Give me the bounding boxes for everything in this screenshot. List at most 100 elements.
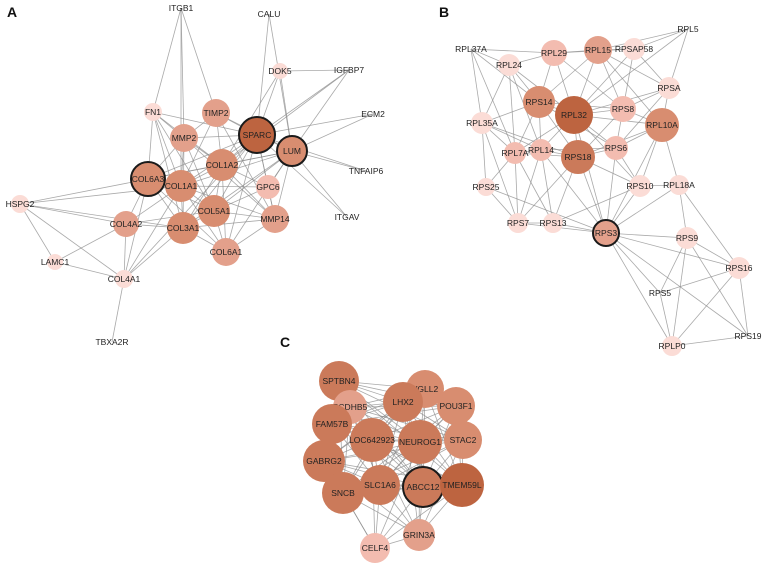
node-label-rpl5: RPL5	[677, 24, 699, 34]
edge-rpl37a-rpl35a	[470, 48, 483, 124]
node-rpl5[interactable]: RPL5	[677, 24, 699, 34]
node-gabrg2[interactable]: GABRG2	[303, 440, 345, 482]
node-rpl18a[interactable]: RPL18A	[663, 175, 695, 195]
node-rps7[interactable]: RPS7	[507, 213, 529, 233]
edge-rpl18a-rps3	[605, 184, 680, 234]
node-label-itgb1: ITGB1	[169, 3, 194, 13]
node-col1a1[interactable]: COL1A1	[165, 170, 198, 202]
node-rps16[interactable]: RPS16	[726, 257, 753, 279]
node-dok5[interactable]: DOK5	[268, 63, 292, 79]
node-col5a1[interactable]: COL5A1	[198, 195, 231, 227]
node-rps14[interactable]: RPS14	[523, 86, 555, 118]
node-circle-rpsap58	[623, 38, 645, 60]
node-rpl15[interactable]: RPL15	[584, 36, 612, 64]
node-label-lum: LUM	[283, 146, 301, 156]
node-rps6[interactable]: RPS6	[604, 136, 628, 160]
node-igfbp7[interactable]: IGFBP7	[334, 65, 365, 75]
node-rpl14[interactable]: RPL14	[528, 139, 554, 161]
node-tnfaip6[interactable]: TNFAIP6	[349, 166, 384, 176]
node-rps10[interactable]: RPS10	[627, 175, 654, 197]
node-label-rps16: RPS16	[726, 263, 753, 273]
node-slc1a6[interactable]: SLC1A6	[360, 465, 400, 505]
node-sncb[interactable]: SNCB	[322, 472, 364, 514]
node-itgav[interactable]: ITGAV	[335, 212, 360, 222]
node-calu[interactable]: CALU	[258, 9, 281, 19]
node-rps3[interactable]: RPS3	[592, 219, 620, 247]
node-fam57b[interactable]: FAM57B	[312, 404, 352, 444]
edge-calu-sparc	[256, 13, 270, 136]
node-gpc6[interactable]: GPC6	[256, 175, 280, 199]
node-circle-col6a3	[130, 161, 166, 197]
node-rpl29[interactable]: RPL29	[541, 40, 567, 66]
node-circle-rpl24	[498, 54, 520, 76]
node-label-fn1: FN1	[145, 107, 161, 117]
node-rpsa[interactable]: RPSA	[657, 77, 681, 99]
node-ecm2[interactable]: ECM2	[361, 109, 385, 119]
edge-lum-col6a1	[225, 150, 293, 253]
node-rps19[interactable]: RPS19	[735, 331, 762, 341]
node-circle-rps14	[523, 86, 555, 118]
node-col6a3[interactable]: COL6A3	[130, 161, 166, 197]
node-stac2[interactable]: STAC2	[444, 421, 482, 459]
node-grin3a[interactable]: GRIN3A	[403, 519, 435, 551]
node-rps13[interactable]: RPS13	[540, 213, 567, 233]
node-circle-sparc	[238, 116, 276, 154]
node-col3a1[interactable]: COL3A1	[167, 212, 200, 244]
node-circle-rps13	[543, 213, 563, 233]
node-label-col6a3: COL6A3	[132, 174, 165, 184]
node-lamc1[interactable]: LAMC1	[41, 254, 70, 270]
node-rps5[interactable]: RPS5	[649, 288, 671, 298]
node-hspg2[interactable]: HSPG2	[6, 195, 35, 213]
node-circle-rpl7a	[504, 142, 526, 164]
node-rps8[interactable]: RPS8	[610, 96, 636, 122]
node-rpl32[interactable]: RPL32	[555, 96, 593, 134]
node-col1a2[interactable]: COL1A2	[206, 149, 239, 181]
node-col6a1[interactable]: COL6A1	[210, 238, 243, 266]
node-label-col4a2: COL4A2	[110, 219, 143, 229]
edge-dok5-igfbp7	[279, 69, 350, 72]
node-label-tnfaip6: TNFAIP6	[349, 166, 384, 176]
edge-lum-col5a1	[213, 150, 293, 212]
node-lhx2[interactable]: LHX2	[383, 382, 423, 422]
edge-ecm2-sparc	[256, 113, 374, 136]
node-neurog1[interactable]: NEUROG1	[398, 420, 442, 464]
node-lum[interactable]: LUM	[276, 135, 308, 167]
node-pou3f1[interactable]: POU3F1	[437, 387, 475, 425]
node-col4a1[interactable]: COL4A1	[108, 270, 141, 288]
node-label-rpl32: RPL32	[561, 110, 587, 120]
node-itgb1[interactable]: ITGB1	[169, 3, 194, 13]
node-label-stac2: STAC2	[450, 435, 477, 445]
node-tmem59l[interactable]: TMEM59L	[440, 463, 484, 507]
node-rps25[interactable]: RPS25	[473, 178, 500, 196]
node-rps18[interactable]: RPS18	[561, 140, 595, 174]
node-circle-rpl35a	[471, 112, 493, 134]
edge-sparc-col6a1	[225, 134, 258, 253]
node-rpsap58[interactable]: RPSAP58	[615, 38, 654, 60]
node-rps9[interactable]: RPS9	[676, 227, 698, 249]
node-mmp14[interactable]: MMP14	[260, 205, 290, 233]
node-rpl24[interactable]: RPL24	[496, 54, 522, 76]
node-label-rpl10a: RPL10A	[646, 120, 678, 130]
node-rpl7a[interactable]: RPL7A	[502, 142, 529, 164]
node-label-abcc12: ABCC12	[406, 482, 439, 492]
edge-rpl37a-rpl7a	[470, 48, 516, 154]
node-fn1[interactable]: FN1	[144, 103, 162, 121]
node-rplp0[interactable]: RPLP0	[659, 336, 686, 356]
node-rpl37a[interactable]: RPL37A	[455, 44, 487, 54]
node-mmp2[interactable]: MMP2	[170, 124, 198, 152]
node-tbxa2r[interactable]: TBXA2R	[95, 337, 128, 347]
node-sparc[interactable]: SPARC	[238, 116, 276, 154]
node-abcc12[interactable]: ABCC12	[402, 466, 444, 508]
panel-c-letter: C	[280, 334, 290, 350]
node-loc642923[interactable]: LOC642923	[349, 418, 395, 462]
node-rpl10a[interactable]: RPL10A	[645, 108, 679, 142]
node-label-fam57b: FAM57B	[316, 419, 349, 429]
node-celf4[interactable]: CELF4	[360, 533, 390, 563]
node-col4a2[interactable]: COL4A2	[110, 211, 143, 237]
node-label-rps14: RPS14	[526, 97, 553, 107]
node-rpl35a[interactable]: RPL35A	[466, 112, 498, 134]
node-timp2[interactable]: TIMP2	[202, 99, 230, 127]
edge-tnfaip6-sparc	[256, 134, 367, 172]
edge-rpl32-rps3	[573, 114, 607, 234]
